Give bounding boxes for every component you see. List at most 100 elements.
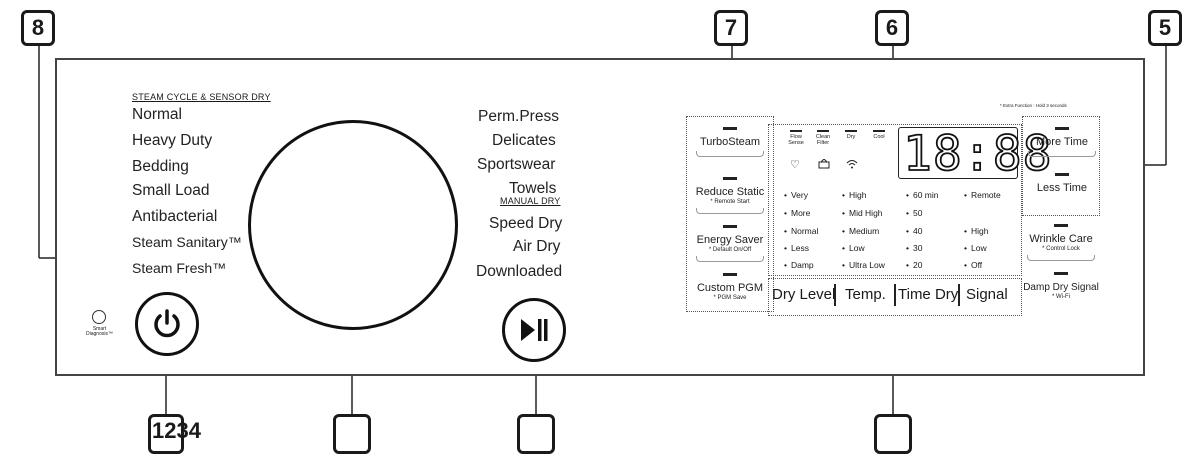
energy-saver-button[interactable]: Energy Saver * Default On/Off — [692, 225, 768, 262]
signal-off: Off — [964, 260, 982, 270]
custom-pgm-label: Custom PGM — [696, 282, 763, 294]
time-dry-button[interactable]: Time Dry — [898, 286, 959, 303]
smart-label: Smart — [92, 326, 107, 332]
energy-saver-label: Energy Saver — [696, 234, 764, 246]
dry-level-very: Very — [784, 190, 808, 200]
callout-7: 7 — [714, 10, 748, 46]
temp-mid-high: Mid High — [842, 208, 883, 218]
dry-label: Dry — [846, 134, 856, 140]
wrinkle-care-label: Wrinkle Care — [1029, 233, 1093, 245]
flow-sense-label: Flow Sense — [788, 134, 804, 146]
time-20: 20 — [906, 260, 922, 270]
cool-label: Cool — [873, 134, 885, 140]
temp-high: High — [842, 190, 866, 200]
cycle-towels[interactable]: Towels — [509, 180, 557, 197]
callout-empty-dial — [333, 414, 371, 454]
wrinkle-care-button[interactable]: Wrinkle Care * Control Lock — [1023, 224, 1099, 261]
cycle-steam-fresh[interactable]: Steam Fresh™ — [132, 260, 227, 276]
indicator-dry: Dry — [840, 130, 862, 141]
cycle-steam-sanitary[interactable]: Steam Sanitary™ — [132, 234, 242, 250]
pgm-save-sublabel: * PGM Save — [713, 295, 747, 301]
left-button-group: TurboSteam Reduce Static * Remote Start … — [686, 116, 774, 312]
less-time-button[interactable]: Less Time — [1024, 173, 1100, 194]
category-button-row — [768, 278, 1022, 316]
wifi-icon — [846, 160, 858, 169]
power-button[interactable] — [135, 292, 199, 356]
turbosteam-button[interactable]: TurboSteam — [692, 127, 768, 157]
cycle-antibacterial[interactable]: Antibacterial — [132, 208, 218, 225]
indicator-cool: Cool — [868, 130, 890, 141]
dry-level-more: More — [784, 208, 810, 218]
callout-6-number: 6 — [885, 15, 899, 40]
cycle-air-dry[interactable]: Air Dry — [513, 238, 561, 255]
display-area — [768, 124, 1022, 276]
temp-ultra-low: Ultra Low — [842, 260, 885, 270]
control-panel — [55, 58, 1145, 376]
extra-function-note: * Extra Function : Hold 3 seconds — [1000, 103, 1067, 108]
control-lock-sublabel: * Control Lock — [1042, 246, 1080, 252]
cycle-small-load[interactable]: Small Load — [132, 182, 210, 199]
dry-level-less: Less — [784, 243, 809, 253]
callout-5-number: 5 — [1158, 15, 1172, 40]
callout-1234 — [148, 414, 184, 454]
more-time-label: More Time — [1036, 136, 1088, 148]
remote-start-sublabel: * Remote Start — [710, 199, 750, 205]
cycle-selector-dial[interactable] — [248, 120, 458, 330]
temp-button[interactable]: Temp. — [845, 286, 886, 303]
dry-level-damp: Damp — [784, 260, 814, 270]
default-onoff-sublabel: * Default On/Off — [708, 247, 752, 253]
smart-diagnosis-label: Smart Diagnosis™ — [86, 326, 113, 338]
callout-7-number: 7 — [724, 15, 738, 40]
category-divider — [958, 284, 960, 306]
power-icon — [154, 309, 180, 338]
cycle-delicates[interactable]: Delicates — [492, 132, 556, 149]
dry-level-button[interactable]: Dry Level — [772, 286, 836, 303]
more-time-button[interactable]: More Time — [1024, 127, 1100, 157]
reduce-static-button[interactable]: Reduce Static * Remote Start — [692, 177, 768, 214]
start-pause-button[interactable] — [502, 298, 566, 362]
turbosteam-label: TurboSteam — [699, 136, 761, 148]
callout-1234-number: 1234 — [152, 418, 201, 443]
signal-button[interactable]: Signal — [966, 286, 1008, 303]
smart-diagnosis-icon[interactable] — [92, 310, 106, 324]
filter-icon — [818, 159, 830, 169]
cycle-perm-press[interactable]: Perm.Press — [478, 108, 559, 125]
cycle-sportswear[interactable]: Sportswear — [477, 156, 556, 173]
manual-dry-header: MANUAL DRY — [500, 196, 561, 206]
category-divider — [834, 284, 836, 306]
less-time-label: Less Time — [1036, 182, 1088, 194]
temp-medium: Medium — [842, 226, 879, 236]
custom-pgm-button[interactable]: Custom PGM * PGM Save — [692, 273, 768, 301]
cycle-normal[interactable]: Normal — [132, 106, 182, 123]
display-digits: 18:88 — [902, 125, 1053, 183]
wifi-sublabel: * Wi-Fi — [1052, 294, 1070, 300]
callout-empty-start — [517, 414, 555, 454]
indicator-clean-filter: Clean Filter — [812, 130, 834, 147]
heart-icon: ♡ — [790, 159, 800, 171]
time-display: 18:88 — [898, 125, 1052, 183]
cycle-header: STEAM CYCLE & SENSOR DRY — [132, 92, 271, 102]
cycle-speed-dry[interactable]: Speed Dry — [489, 215, 563, 232]
time-40: 40 — [906, 226, 922, 236]
category-divider — [894, 284, 896, 306]
cycle-heavy-duty[interactable]: Heavy Duty — [132, 132, 213, 149]
cycle-bedding[interactable]: Bedding — [132, 158, 189, 175]
damp-dry-signal-label: Damp Dry Signal — [1023, 282, 1099, 293]
reduce-static-label: Reduce Static — [695, 186, 765, 198]
callout-8-number: 8 — [31, 15, 45, 40]
time-50: 50 — [906, 208, 922, 218]
signal-low: Low — [964, 243, 987, 253]
callout-empty-display — [874, 414, 912, 454]
callout-6: 6 — [875, 10, 909, 46]
time-30: 30 — [906, 243, 922, 253]
time-60min: 60 min — [906, 190, 939, 200]
damp-dry-signal-button[interactable]: Damp Dry Signal * Wi-Fi — [1023, 272, 1099, 300]
callout-8: 8 — [21, 10, 55, 46]
clean-filter-label: Clean Filter — [815, 134, 831, 146]
indicator-flow-sense: Flow Sense — [785, 130, 807, 147]
diagnosis-label: Diagnosis™ — [86, 331, 113, 338]
cycle-downloaded[interactable]: Downloaded — [476, 263, 563, 280]
signal-remote: Remote — [964, 190, 1001, 200]
temp-low: Low — [842, 243, 865, 253]
play-pause-icon — [521, 319, 548, 341]
